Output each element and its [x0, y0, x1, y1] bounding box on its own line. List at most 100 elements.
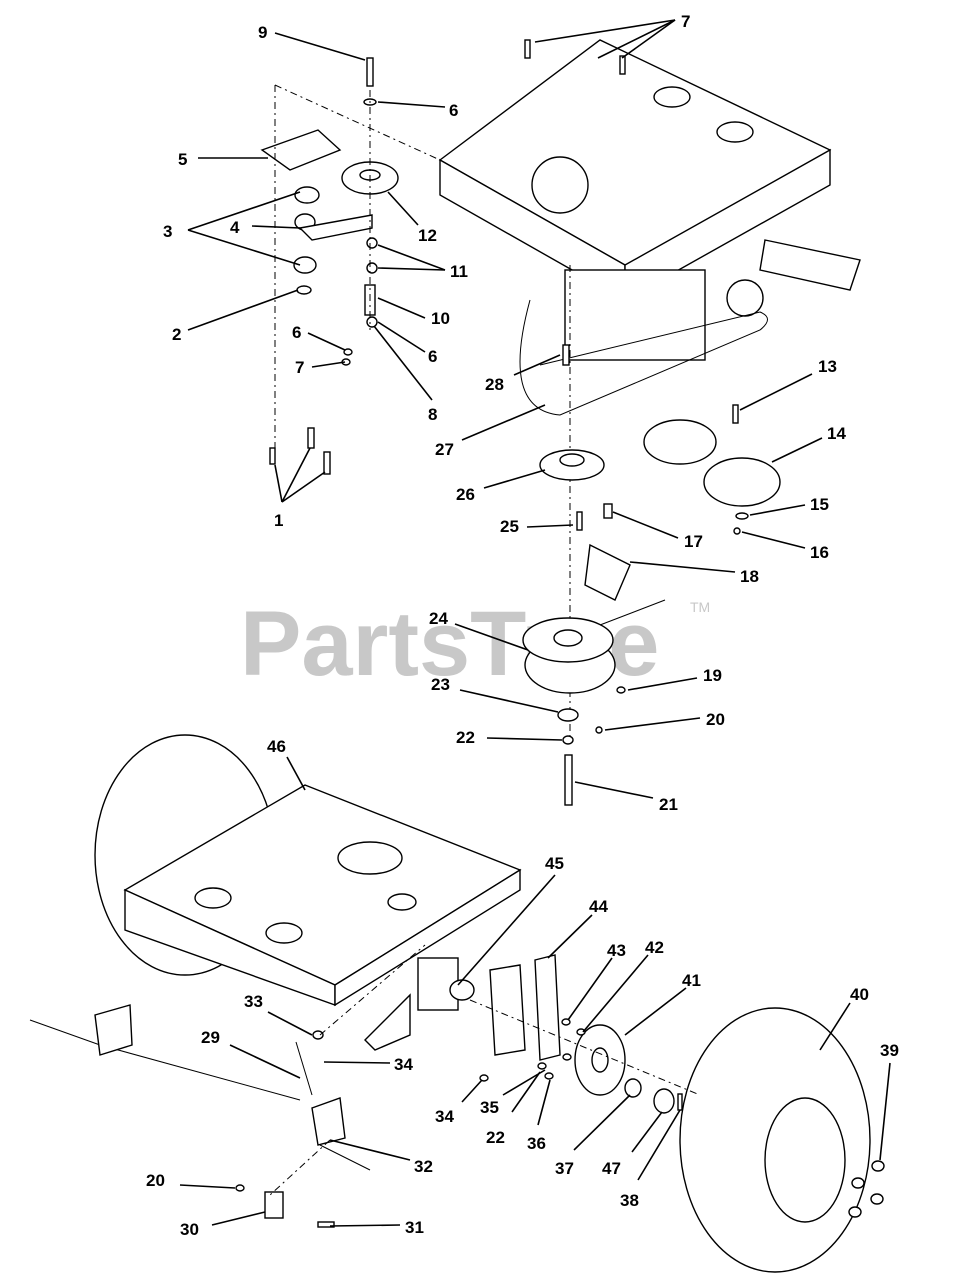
clutch-nut	[595, 726, 603, 734]
key	[562, 344, 570, 366]
lever-handle	[319, 1144, 371, 1171]
pulley-a	[643, 419, 717, 465]
lock-nut	[366, 316, 378, 328]
chassis-side	[334, 868, 521, 1007]
chassis-hole-c	[194, 887, 232, 909]
side-bracket-b	[534, 954, 561, 1061]
callout-9: 9	[258, 23, 267, 42]
watermark: PartsTree TM	[240, 593, 710, 695]
frame-bolt-a	[524, 39, 531, 59]
small-washer	[343, 348, 353, 356]
callout-21: 21	[659, 795, 678, 814]
callout-42: 42	[645, 938, 664, 957]
pedal	[759, 239, 861, 291]
callout-22a: 22	[456, 728, 475, 747]
axis-line-f	[269, 1139, 331, 1196]
callout-34a: 34	[394, 1055, 413, 1074]
spring-bolt	[312, 1030, 324, 1040]
pin-c	[323, 451, 331, 475]
callout-19: 19	[703, 666, 722, 685]
callout-4: 4	[230, 218, 240, 237]
lever-clamp	[264, 1191, 284, 1219]
callout-6a: 6	[449, 101, 458, 120]
transaxle-hub	[449, 979, 475, 1001]
watermark-trademark: TM	[690, 599, 710, 615]
callout-32: 32	[414, 1157, 433, 1176]
callout-18: 18	[740, 567, 759, 586]
chassis-hole	[337, 841, 403, 875]
upper-frame-hole-c	[716, 121, 754, 143]
clutch-washer	[562, 735, 574, 745]
lug-nut-d	[848, 1206, 862, 1218]
clutch-bolt	[576, 511, 583, 531]
callout-8: 8	[428, 405, 437, 424]
callout-22b: 22	[486, 1128, 505, 1147]
pulley-washer	[735, 512, 749, 520]
bearing-top	[294, 186, 320, 204]
callout-47: 47	[602, 1159, 621, 1178]
callout-35: 35	[480, 1098, 499, 1117]
electric-clutch-hub	[553, 629, 583, 647]
callout-25: 25	[500, 517, 519, 536]
callout-20a: 20	[706, 710, 725, 729]
hub-washer-c	[544, 1072, 554, 1080]
hub-bolt-a	[561, 1018, 571, 1026]
callout-38: 38	[620, 1191, 639, 1210]
spacer-top-a	[366, 237, 378, 249]
shift-rod	[29, 1019, 301, 1101]
callout-5: 5	[178, 150, 187, 169]
hub-bolt-b	[576, 1028, 586, 1036]
side-bracket	[489, 964, 526, 1056]
callout-11: 11	[450, 262, 468, 281]
chassis-bracket	[364, 993, 411, 1051]
upper-deck-assembly	[260, 39, 861, 806]
callout-10: 10	[431, 309, 450, 328]
callout-29: 29	[201, 1028, 220, 1047]
callout-1: 1	[274, 511, 283, 530]
clutch-screw	[616, 686, 626, 694]
pulley-b	[703, 457, 781, 507]
callout-40: 40	[850, 985, 869, 1004]
callout-14: 14	[827, 424, 846, 443]
callout-28: 28	[485, 375, 504, 394]
callout-16: 16	[810, 543, 829, 562]
callouts: 1 2 3 4 5 6 6 6 7 7 8 9 10 11 12	[146, 12, 899, 1239]
callout-23: 23	[431, 675, 450, 694]
upper-frame-top	[438, 39, 832, 266]
callout-41: 41	[682, 971, 701, 990]
pin-a	[269, 447, 276, 465]
callout-3: 3	[163, 222, 172, 241]
callout-17: 17	[684, 532, 703, 551]
spring	[295, 1041, 313, 1096]
lone-nut	[479, 1074, 489, 1082]
chassis-hole-b	[265, 922, 303, 944]
key-b	[732, 404, 739, 424]
callout-15: 15	[810, 495, 829, 514]
lug-nut-a	[871, 1160, 885, 1172]
idler-arm	[298, 214, 373, 241]
upper-frame-hole-b	[653, 86, 691, 108]
rod-bracket	[94, 1004, 133, 1056]
spacer-top-b	[366, 262, 378, 274]
hub-spacer	[624, 1078, 642, 1098]
callout-33: 33	[244, 992, 263, 1011]
callout-44: 44	[589, 897, 608, 916]
pin-b	[307, 427, 315, 449]
callout-24: 24	[429, 609, 448, 628]
clutch-clip	[603, 503, 613, 519]
callout-36: 36	[527, 1134, 546, 1153]
axis-line-e	[319, 944, 426, 1036]
hub-nut	[653, 1088, 675, 1114]
upper-frame-lower-panel	[564, 269, 706, 361]
callout-6b: 6	[292, 323, 301, 342]
clutch-wire	[599, 599, 666, 626]
callout-12: 12	[418, 226, 437, 245]
axis-line-b	[274, 84, 441, 161]
callout-6c: 6	[428, 347, 437, 366]
right-wheel-rim	[764, 1097, 846, 1223]
clutch-bracket	[584, 543, 631, 601]
clutch-spacer	[557, 708, 579, 722]
callout-26: 26	[456, 485, 475, 504]
callout-2: 2	[172, 325, 181, 344]
